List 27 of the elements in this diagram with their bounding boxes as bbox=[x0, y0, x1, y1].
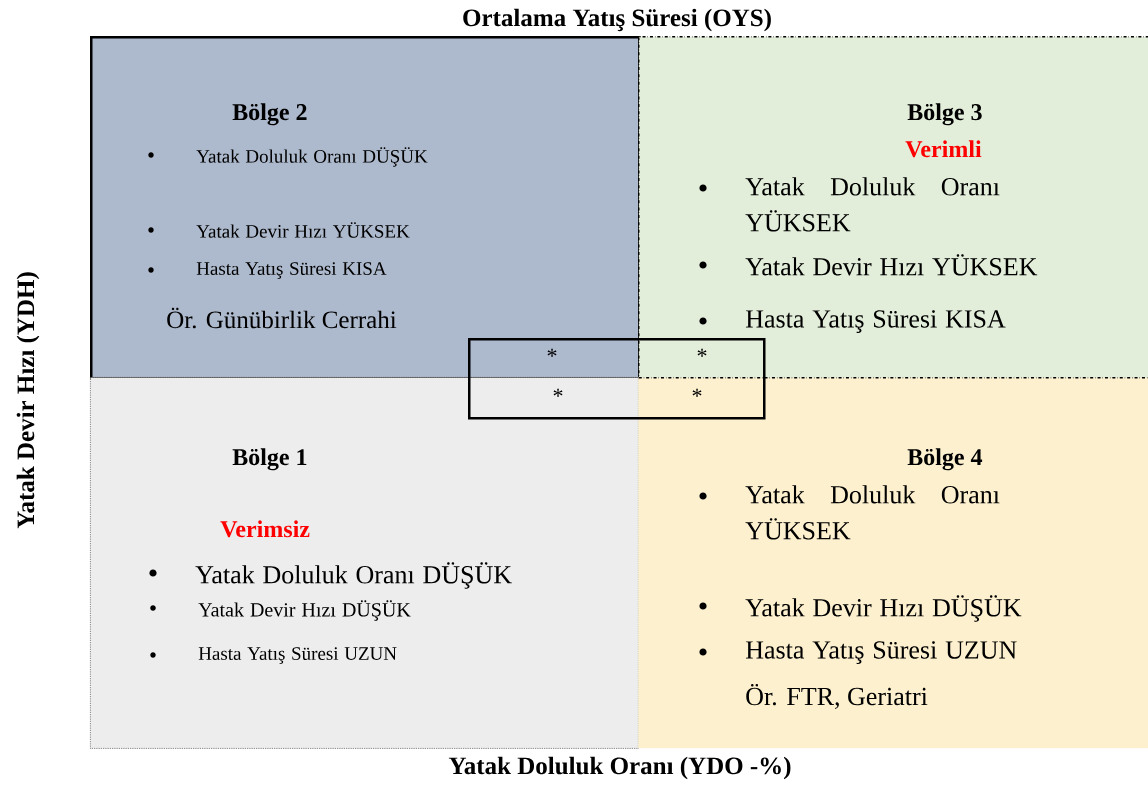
bullet-item: Yatak Devir Hızı YÜKSEK bbox=[745, 254, 1038, 276]
bullet-item: Yatak Doluluk Oranı YÜKSEK bbox=[745, 177, 1000, 232]
example-text: Ör. FTR, Geriatri bbox=[746, 683, 928, 709]
bullet-item: Yatak Doluluk Oranı DÜŞÜK bbox=[195, 562, 512, 589]
region-heading: Bölge 3 bbox=[907, 103, 982, 126]
bullet-item: Hasta Yatış Süresi KISA bbox=[196, 262, 387, 279]
axis-label: Yatak Devir Hızı (YDH) bbox=[16, 272, 40, 529]
axis-label: Yatak Doluluk Oranı (YDO -%) bbox=[448, 756, 791, 780]
bullet-item: Hasta Yatış Süresi KISA bbox=[745, 310, 1006, 333]
bullet-item: Yatak Devir Hızı YÜKSEK bbox=[196, 222, 410, 238]
bullet-item: Yatak Doluluk Oranı DÜŞÜK bbox=[196, 147, 428, 167]
bullet-item: Yatak Devir Hızı DÜŞÜK bbox=[745, 595, 1022, 622]
asterisk: * bbox=[692, 388, 702, 397]
example-text: Ör. Günübirlik Cerrahi bbox=[167, 307, 397, 329]
bullet-item: Hasta Yatış Süresi UZUN bbox=[745, 641, 1017, 664]
region-heading: Bölge 2 bbox=[232, 103, 307, 126]
asterisk: * bbox=[697, 348, 707, 357]
axis-label: Ortalama Yatış Süresi (OYS) bbox=[463, 8, 771, 32]
region-status: Verimsiz bbox=[220, 520, 310, 538]
bullet-item: Yatak Doluluk Oranı YÜKSEK bbox=[745, 485, 1000, 540]
region-heading: Bölge 4 bbox=[907, 448, 983, 471]
region-status: Verimli bbox=[905, 140, 982, 158]
asterisk: * bbox=[547, 348, 557, 357]
bullet-item: Yatak Devir Hızı DÜŞÜK bbox=[198, 600, 411, 621]
asterisk: * bbox=[553, 388, 563, 397]
region-heading: Bölge 1 bbox=[232, 448, 307, 471]
bullet-item: Hasta Yatış Süresi UZUN bbox=[198, 647, 397, 664]
